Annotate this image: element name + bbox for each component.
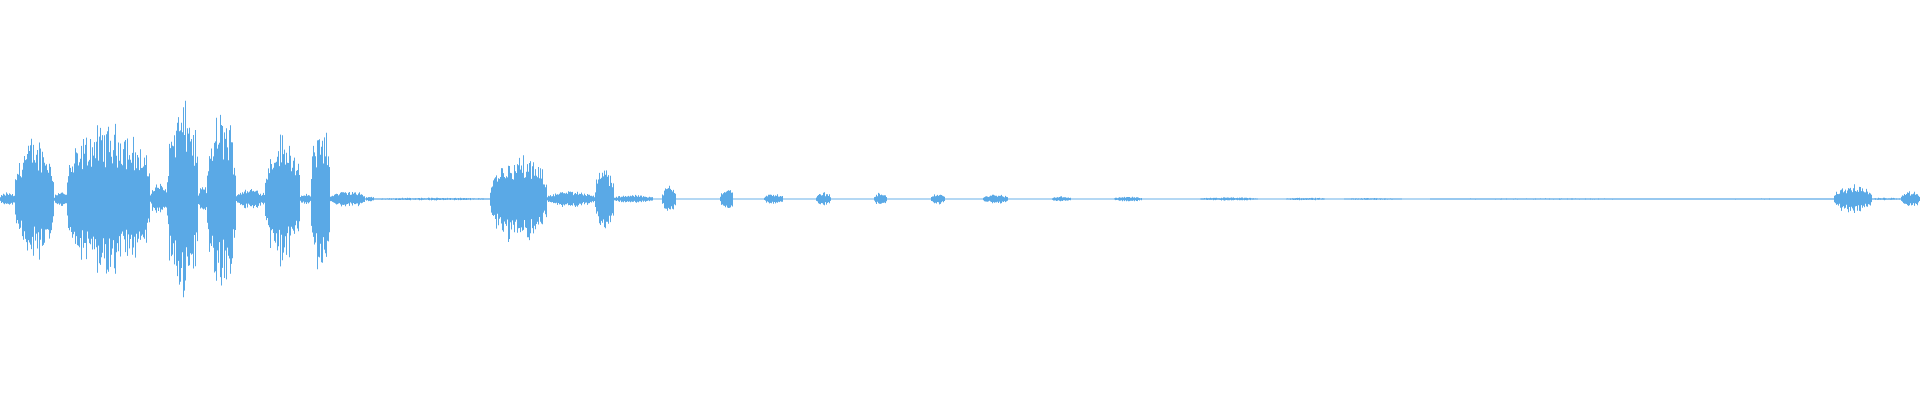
waveform-bars — [0, 100, 1920, 298]
